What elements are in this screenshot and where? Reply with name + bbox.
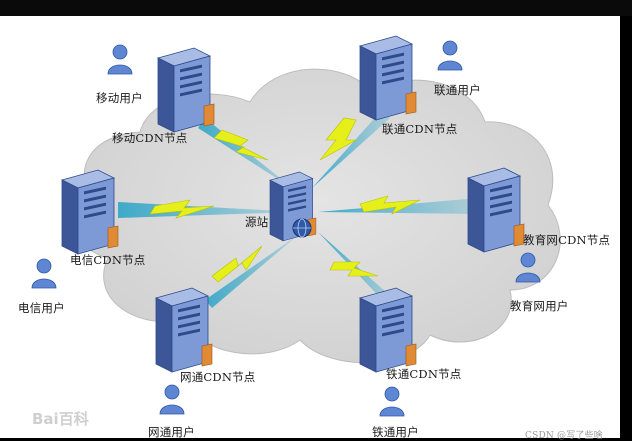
- csdn-credit-watermark: CSDN @写了些啥: [525, 431, 604, 441]
- netcom-user-icon: [159, 384, 185, 415]
- unicom-user-label: 联通用户: [434, 83, 481, 97]
- mobile-cdn-server-icon: [157, 47, 215, 133]
- unicom-user-icon: [437, 40, 463, 71]
- telecom-cdn-label: 电信CDN节点: [70, 253, 146, 267]
- netcom-cdn-server-icon: [155, 287, 213, 373]
- railcom-user-icon: [379, 386, 405, 417]
- window-top-bar: [0, 0, 632, 16]
- netcom-cdn-label: 网通CDN节点: [180, 370, 256, 384]
- beam-to-unicom: [312, 110, 390, 188]
- beam-to-netcom: [205, 235, 298, 308]
- edu-user-label: 教育网用户: [510, 299, 569, 313]
- railcom-cdn-label: 铁通CDN节点: [386, 367, 462, 381]
- unicom-cdn-server-icon: [359, 35, 417, 121]
- railcom-cdn-server-icon: [359, 287, 417, 373]
- edu-user-icon: [515, 252, 541, 283]
- lightning-edu: [359, 195, 421, 215]
- mobile-user-label: 移动用户: [96, 91, 143, 105]
- telecom-user-label: 电信用户: [18, 301, 65, 315]
- baidu-baike-watermark: Bai百科: [32, 410, 89, 428]
- source-label: 源站: [245, 215, 269, 229]
- mobile-cdn-label: 移动CDN节点: [112, 131, 188, 145]
- railcom-user-label: 铁通用户: [372, 425, 419, 439]
- telecom-user-icon: [31, 258, 57, 289]
- edu-cdn-label: 教育网CDN节点: [523, 233, 611, 247]
- netcom-user-label: 网通用户: [148, 425, 195, 439]
- globe-icon: [292, 218, 312, 238]
- edu-cdn-server-icon: [467, 167, 525, 253]
- lightning-railcom: [329, 261, 379, 277]
- lightning-telecom: [149, 199, 215, 219]
- lightning-netcom: [211, 245, 263, 283]
- unicom-cdn-label: 联通CDN节点: [382, 122, 458, 136]
- lightning-unicom: [319, 117, 358, 161]
- lightning-bolts: [149, 117, 421, 283]
- telecom-cdn-server-icon: [61, 169, 119, 255]
- lightning-mobile: [213, 129, 269, 161]
- mobile-user-icon: [107, 44, 133, 75]
